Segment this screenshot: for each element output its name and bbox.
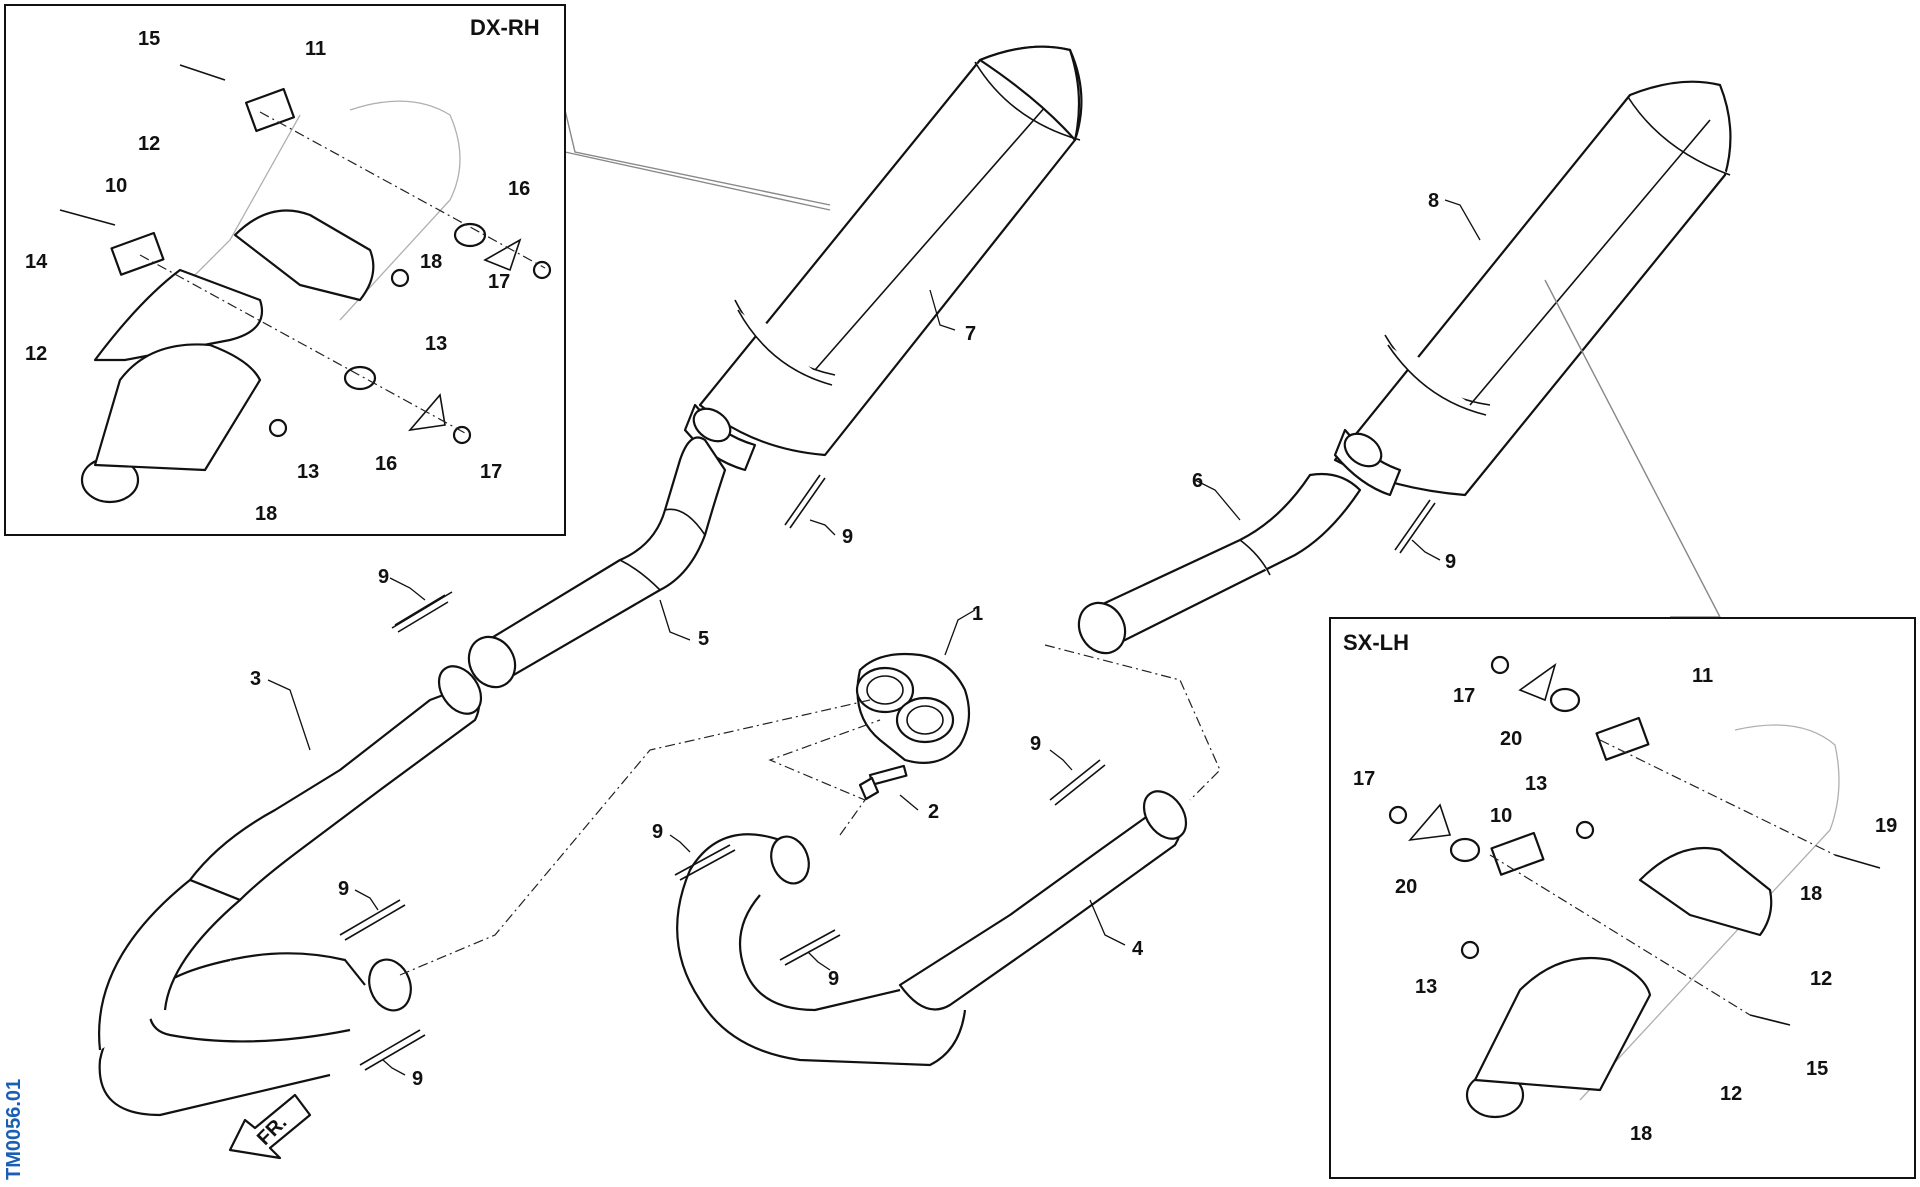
callout-9: 9 — [842, 526, 853, 548]
callout-18: 18 — [255, 503, 277, 525]
callout-12: 12 — [25, 343, 47, 365]
exhaust-flange-1 — [855, 652, 971, 764]
detail-panel-left — [1329, 617, 1916, 1179]
callout-17: 17 — [480, 461, 502, 483]
callout-9: 9 — [652, 821, 663, 843]
callout-20: 20 — [1395, 876, 1417, 898]
link-pipe-6 — [1077, 472, 1362, 655]
callout-4: 4 — [1132, 938, 1144, 960]
callout-9: 9 — [338, 878, 349, 900]
callout-12: 12 — [138, 133, 160, 155]
callout-9: 9 — [412, 1068, 423, 1090]
callout-17: 17 — [488, 271, 510, 293]
callout-10: 10 — [1490, 805, 1512, 827]
callout-2: 2 — [928, 801, 939, 823]
panel-title-right: DX-RH — [470, 15, 540, 40]
header-pipe-4 — [676, 790, 1188, 1067]
spring — [339, 474, 1436, 1071]
callout-13: 13 — [425, 333, 447, 355]
callout-leaders — [267, 199, 1481, 1076]
bolt-2 — [858, 764, 908, 801]
callout-3: 3 — [250, 668, 261, 690]
silencer-right — [683, 45, 1083, 472]
drawing-code: TM0056.01 — [3, 1079, 25, 1180]
callout-16: 16 — [375, 453, 397, 475]
callout-9: 9 — [1445, 551, 1456, 573]
header-pipe-3 — [98, 665, 483, 1117]
callout-10: 10 — [105, 175, 127, 197]
callout-15: 15 — [1806, 1058, 1828, 1080]
callout-1: 1 — [972, 603, 983, 625]
callout-11: 11 — [1692, 665, 1713, 687]
callout-19: 19 — [1875, 815, 1897, 837]
front-direction-arrow: FR. — [228, 1093, 312, 1160]
panel-title-left: SX-LH — [1343, 630, 1409, 655]
callout-13: 13 — [1415, 976, 1437, 998]
callout-8: 8 — [1428, 190, 1439, 212]
callout-13: 13 — [1525, 773, 1547, 795]
callout-11: 11 — [305, 38, 326, 60]
callout-18: 18 — [1800, 883, 1822, 905]
callout-18: 18 — [1630, 1123, 1652, 1145]
callout-20: 20 — [1500, 728, 1522, 750]
detail-right-parts — [59, 64, 552, 504]
detail-left-parts — [1388, 655, 1881, 1119]
callout-17: 17 — [1353, 768, 1375, 790]
callout-14: 14 — [25, 251, 48, 273]
callout-12: 12 — [1720, 1083, 1742, 1105]
silencer-left — [1333, 80, 1732, 497]
callout-6: 6 — [1192, 470, 1203, 492]
callout-9: 9 — [378, 566, 389, 588]
callout-5: 5 — [698, 628, 709, 650]
callout-7: 7 — [965, 323, 976, 345]
callout-12: 12 — [1810, 968, 1832, 990]
callout-17: 17 — [1453, 685, 1475, 707]
callout-16: 16 — [508, 178, 530, 200]
callout-9: 9 — [1030, 733, 1041, 755]
callout-13: 13 — [297, 461, 319, 483]
callout-9: 9 — [828, 968, 839, 990]
callout-18: 18 — [420, 251, 442, 273]
link-pipe-5 — [467, 436, 727, 689]
callout-15: 15 — [138, 28, 160, 50]
